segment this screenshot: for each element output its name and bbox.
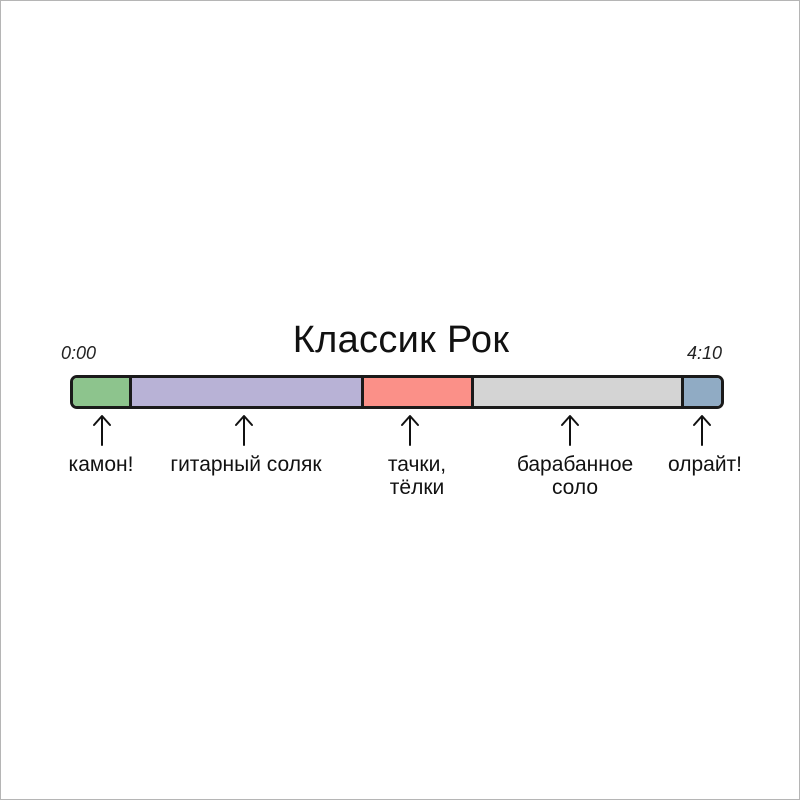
segment-label-intro: камон! [68,453,134,476]
segment-guitar-solo [129,378,361,406]
up-arrow-icon [90,413,114,447]
segment-intro [73,378,129,406]
segment-label-guitar-solo: гитарный соляк [170,453,322,476]
segment-drum-solo [471,378,681,406]
up-arrow-icon [690,413,714,447]
song-title: Классик Рок [292,319,510,361]
up-arrow-icon [398,413,422,447]
segment-label-outro: олрайт! [667,453,742,476]
time-start-label: 0:00 [61,343,97,363]
time-end-label: 4:10 [687,343,723,363]
song-progress-bar [70,375,724,409]
up-arrow-icon [232,413,256,447]
up-arrow-icon [558,413,582,447]
segment-outro [681,378,721,406]
segment-label-drum-solo: барабанное соло [516,453,634,499]
segment-label-cars-girls: тачки, тёлки [387,453,447,499]
segment-cars-girls [361,378,471,406]
